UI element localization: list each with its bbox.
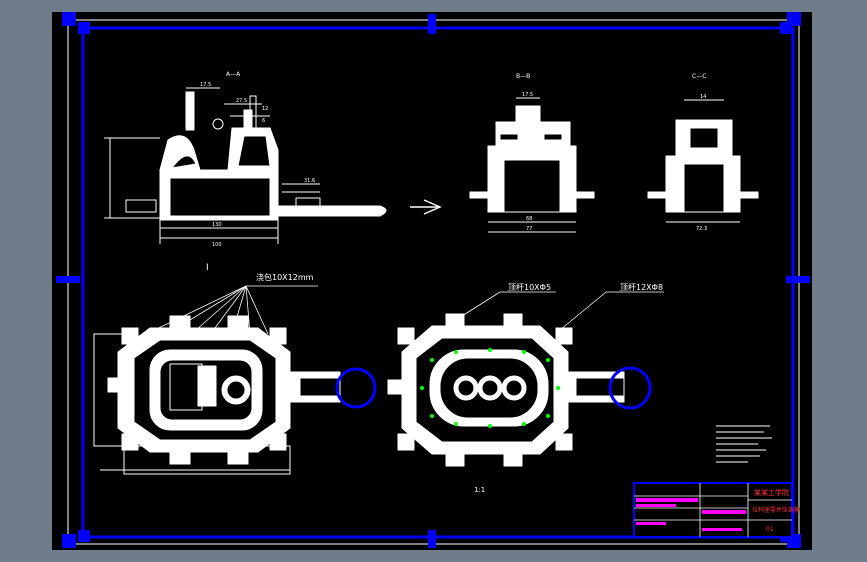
sprue-bush-right (608, 366, 652, 410)
technical-notes (716, 425, 772, 463)
view-label-bb: B—B (516, 73, 530, 80)
title-block: 某某工学院 拉杆座零件压铸模 01 (633, 482, 800, 538)
dim-aa-6: 130 (212, 222, 222, 228)
ejector-label-a: 顶杆10XΦ5 (508, 282, 551, 292)
ejector-callouts: 顶杆10XΦ5 顶杆12XΦ8 (461, 282, 664, 331)
sprue-bush-left (335, 367, 377, 409)
title-block-drawing-name: 拉杆座零件压铸模 (752, 506, 800, 514)
title-block-school: 某某工学院 (754, 488, 789, 497)
section-bb-view: B—B 17.5 68 77 (469, 73, 595, 233)
detail-mark: I (206, 263, 209, 273)
section-cc-view: C—C 14 72.3 (647, 73, 759, 232)
dim-aa-7: 100 (212, 242, 222, 248)
dim-aa-5: 31.6 (304, 178, 315, 184)
gate-callout: 浇包10X12mm (141, 272, 318, 337)
section-aa-view: A—A 17.5 27.5 12 6 31.6 130 100 (104, 71, 387, 248)
dim-cc-2: 72.3 (696, 226, 707, 232)
frame-grips (56, 12, 810, 548)
view-direction-arrow (410, 199, 442, 215)
dim-aa-1: 17.5 (200, 82, 211, 88)
dim-aa-3: 12 (262, 106, 268, 112)
paper-background (52, 12, 812, 550)
dim-bb-3: 77 (526, 226, 532, 232)
dim-cc-1: 14 (700, 94, 706, 100)
plan-scale-label: 1:1 (474, 486, 485, 494)
ejector-label-b: 顶杆12XΦ8 (620, 282, 663, 292)
view-label-aa: A—A (226, 71, 241, 78)
dim-aa-2: 27.5 (236, 98, 247, 104)
gate-label: 浇包10X12mm (256, 272, 314, 282)
plan-view-left (93, 315, 341, 475)
plan-view-right (387, 313, 625, 467)
dim-aa-4: 6 (262, 118, 265, 124)
title-block-drawing-no: 01 (766, 526, 774, 533)
ejector-pin-marks (420, 348, 560, 428)
dim-bb-2: 68 (526, 216, 532, 222)
view-label-cc: C—C (692, 73, 706, 80)
dim-bb-1: 17.5 (522, 92, 533, 98)
